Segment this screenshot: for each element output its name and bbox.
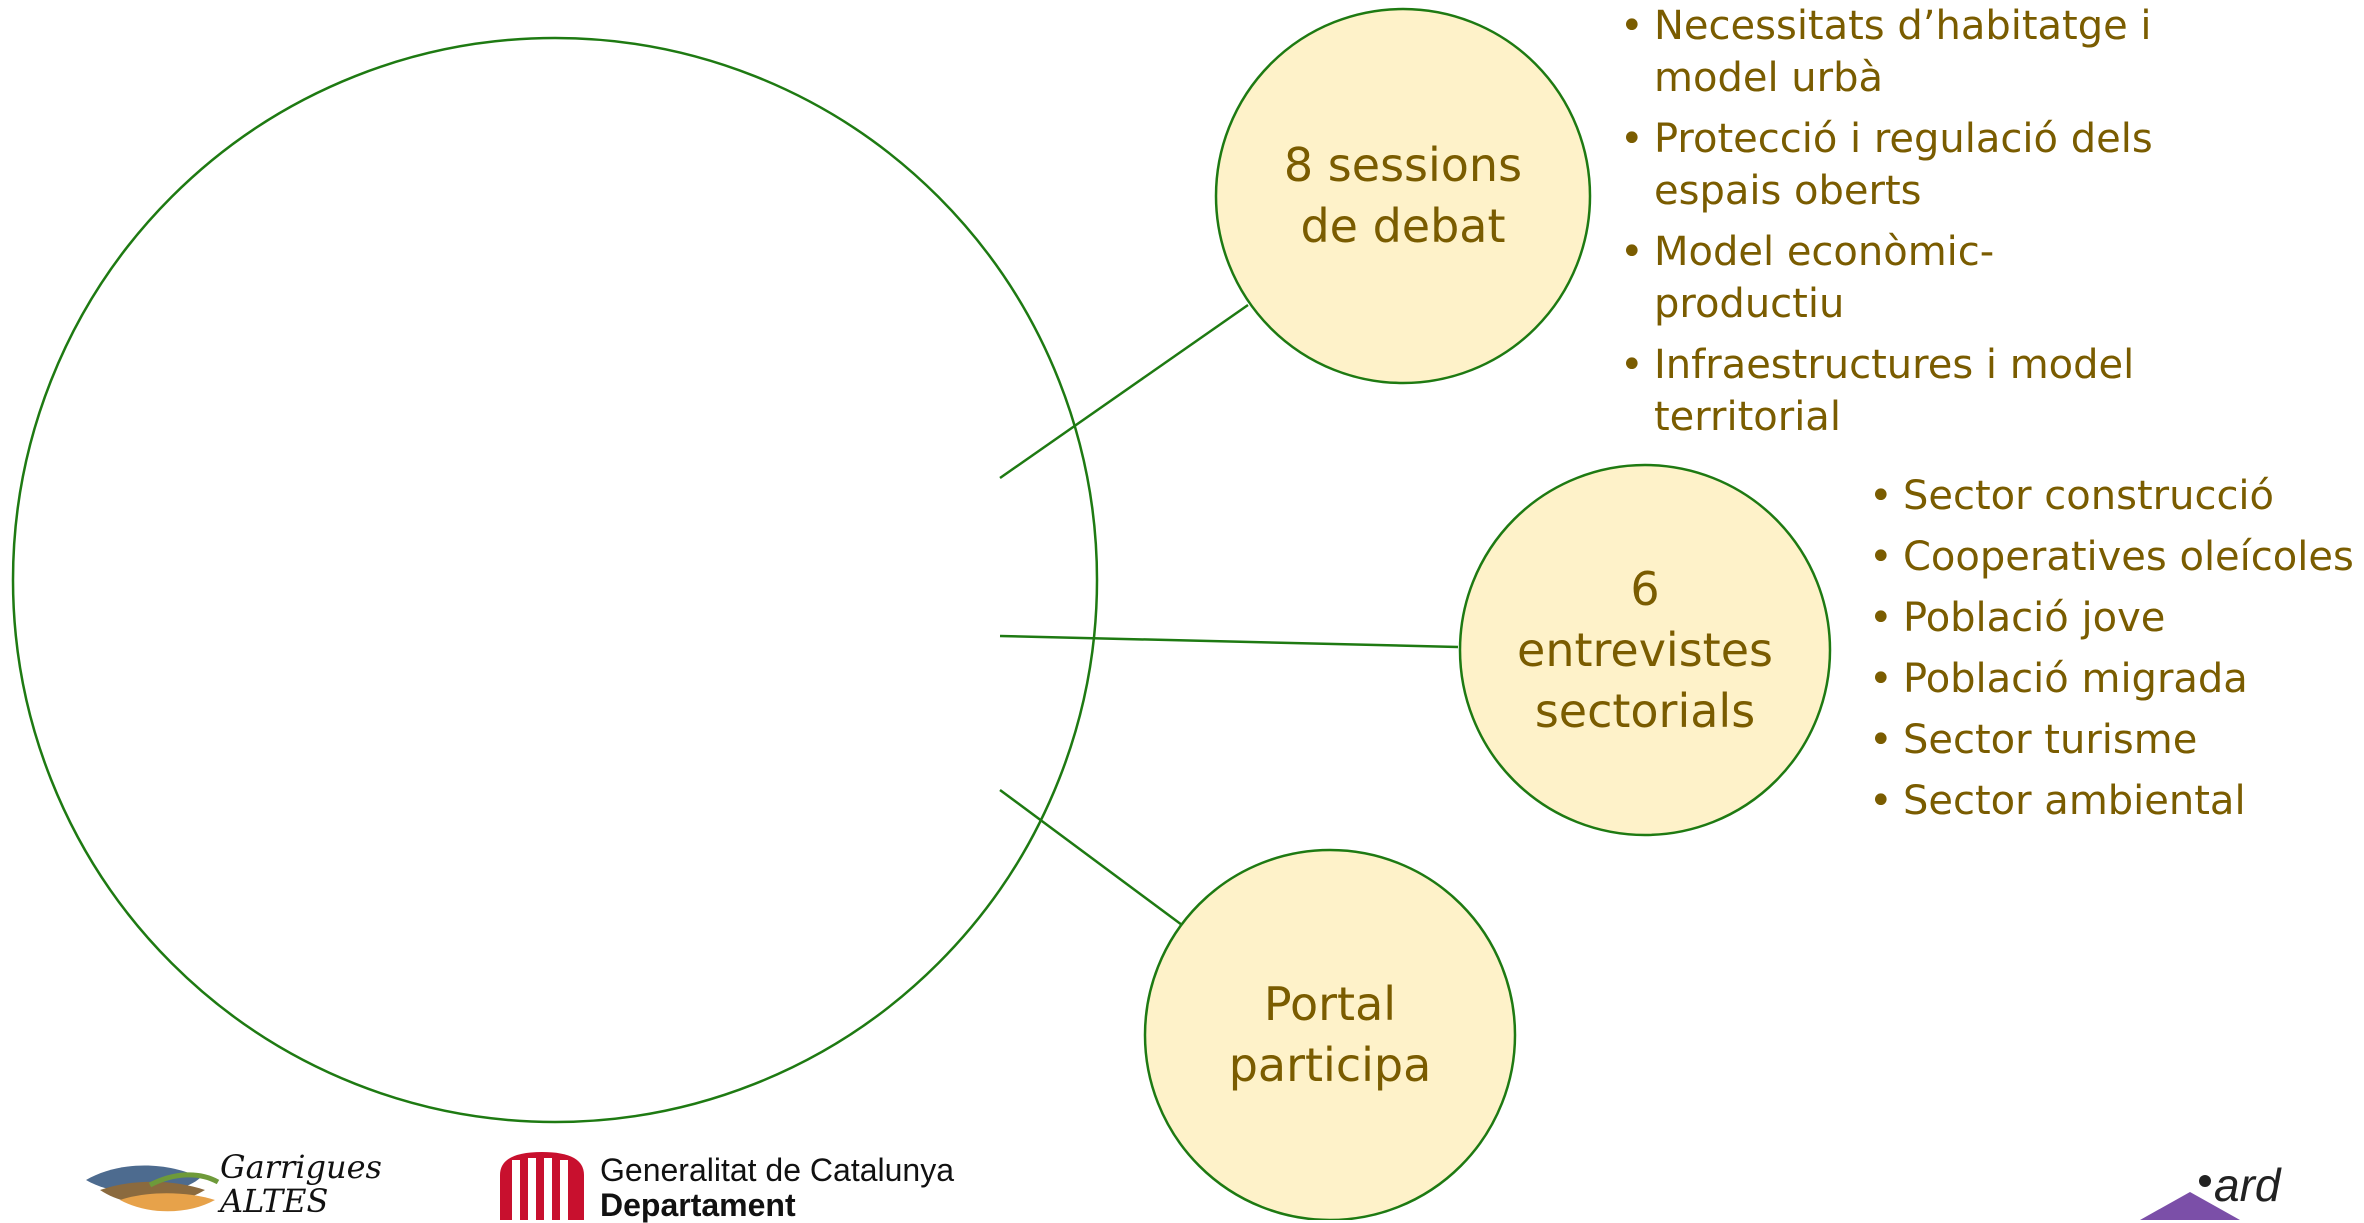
- garrigues-logo: [86, 1165, 220, 1212]
- entrevistes-topics-list: Sector construcció Cooperatives oleícole…: [1867, 470, 2357, 836]
- node-circle-entrevistes: [1458, 463, 1832, 837]
- connector-debat: [999, 303, 1249, 480]
- list-item: Població jove: [1867, 592, 2357, 644]
- main-circle: [11, 36, 1099, 1124]
- list-item: Model econòmic-productiu: [1618, 226, 2178, 330]
- connector-entrevistes: [999, 634, 1459, 649]
- list-item: Sector turisme: [1867, 714, 2357, 766]
- generalitat-emblem-icon: [500, 1152, 584, 1220]
- generalitat-department: Departament: [600, 1187, 796, 1223]
- ardil-logo: [2140, 1175, 2240, 1220]
- list-item: Sector ambiental: [1867, 775, 2357, 827]
- ardil-logo-text: ard: [2214, 1159, 2281, 1211]
- node-label-entrevistes: 6 entrevistes sectorials: [1517, 561, 1773, 738]
- list-item: Necessitats d’habitatge i model urbà: [1618, 0, 2178, 104]
- node-label-debat: 8 sessions de debat: [1283, 138, 1523, 253]
- list-item: Infraestructures i model territorial: [1618, 339, 2178, 443]
- connector-portal: [999, 788, 1183, 927]
- debat-topics-list: Necessitats d’habitatge i model urbà Pro…: [1618, 0, 2178, 452]
- generalitat-name: Generalitat de Catalunya: [600, 1152, 954, 1188]
- list-item: Població migrada: [1867, 653, 2357, 705]
- node-label-portal: Portal participa: [1228, 977, 1432, 1092]
- garrigues-logo-text: Garrigues ALTES: [220, 1148, 382, 1220]
- list-item: Sector construcció: [1867, 470, 2357, 522]
- list-item: Protecció i regulació dels espais oberts: [1618, 113, 2178, 217]
- node-circle-debat: [1214, 7, 1592, 385]
- list-item: Cooperatives oleícoles: [1867, 531, 2357, 583]
- node-circle-portal: [1143, 848, 1517, 1220]
